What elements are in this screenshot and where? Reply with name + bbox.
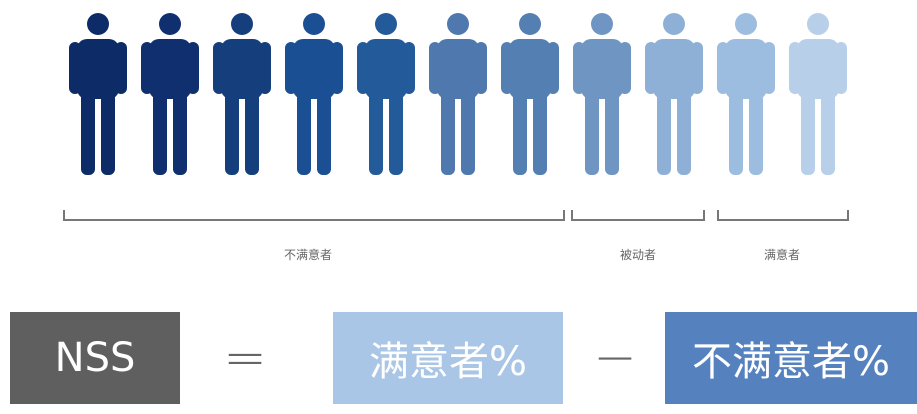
person-icon [789,13,847,175]
person-icon [645,13,703,175]
passives-bracket [571,210,705,221]
passives-label: 被动者 [619,248,657,262]
promoters-label: 满意者 [763,248,801,262]
satisfied-label: 满意者% [368,339,527,385]
nss-label: NSS [54,335,136,381]
detractors-label: 不满意者 [283,248,333,262]
person-icon [501,13,559,175]
satisfied-box: 满意者% [333,312,563,404]
equals-sign: = [223,328,267,388]
person-icon [429,13,487,175]
person-icon [573,13,631,175]
person-icon [285,13,343,175]
people-row [0,0,917,200]
detractors-bracket [63,210,565,221]
person-icon [357,13,415,175]
minus-sign: − [593,328,637,388]
person-icon [69,13,127,175]
person-icon [717,13,775,175]
promoters-bracket [717,210,849,221]
group-brackets [63,210,849,221]
unsatisfied-box: 不满意者% [665,312,917,404]
nss-box: NSS [10,312,180,404]
unsatisfied-label: 不满意者% [691,339,890,385]
person-icon [213,13,271,175]
person-icon [141,13,199,175]
